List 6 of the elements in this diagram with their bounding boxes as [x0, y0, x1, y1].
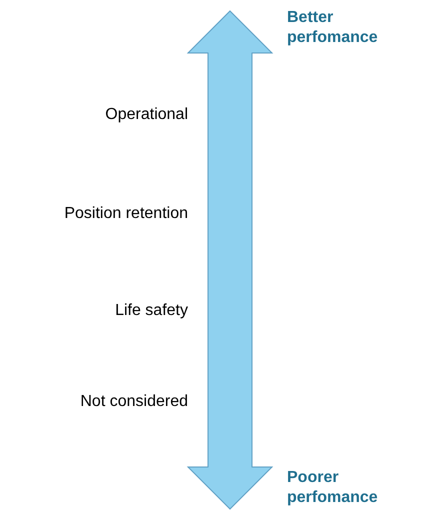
- scale-end-label: Poorer perfomance: [287, 468, 379, 508]
- scale-end-label: Better perfomance: [287, 8, 379, 48]
- level-label: Operational: [105, 106, 188, 124]
- level-label: Position retention: [64, 205, 188, 223]
- level-label: Not considered: [80, 393, 188, 411]
- level-label: Life safety: [115, 302, 188, 320]
